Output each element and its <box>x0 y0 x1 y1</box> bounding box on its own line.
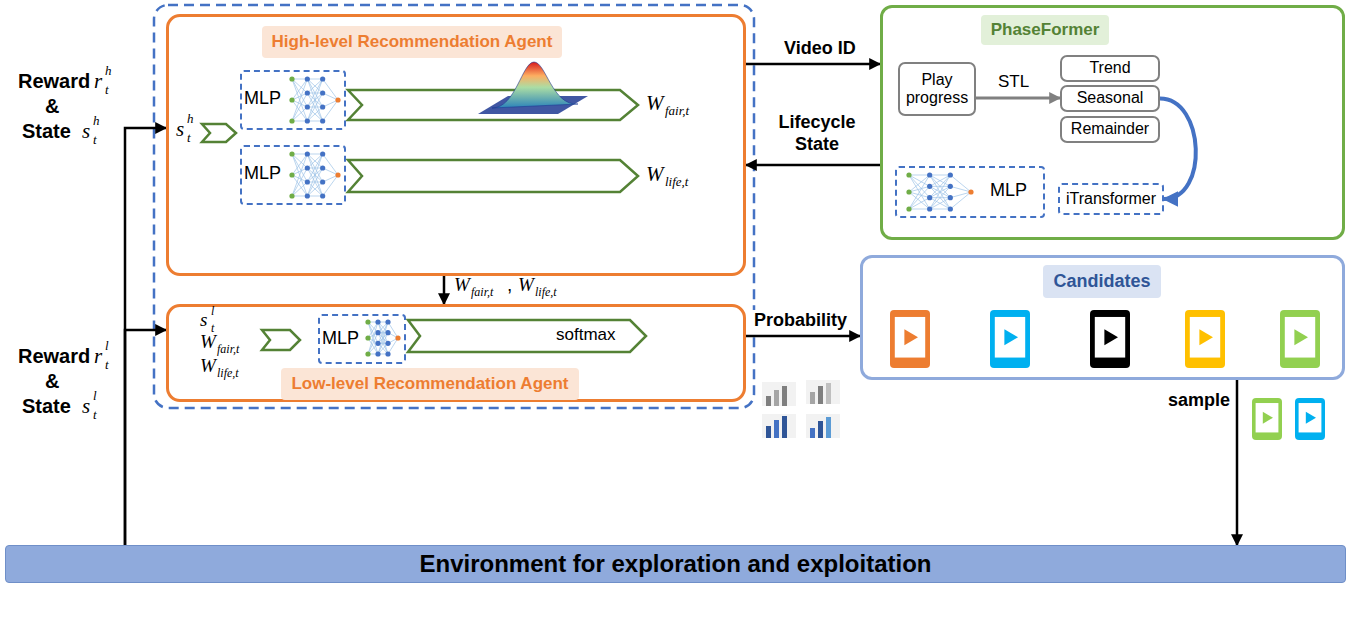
node-title: MLP <box>990 180 1027 201</box>
agent-group-outline <box>154 5 754 408</box>
text-label: r <box>94 70 102 93</box>
node-title: Candidates <box>1043 265 1160 298</box>
network-icon <box>288 74 342 126</box>
text-label: State <box>22 395 71 417</box>
text-label: t <box>105 358 109 372</box>
process-box: Play progress <box>898 62 976 116</box>
video-phones <box>890 310 1325 440</box>
text-label: t <box>187 131 191 145</box>
process-box: Remainder <box>1060 116 1160 143</box>
text-label: s <box>200 310 207 331</box>
node-label: Seasonal <box>1077 89 1144 107</box>
connector-arrow <box>746 63 880 66</box>
node-label: Environment for exploration and exploita… <box>419 550 931 578</box>
node-title: High-level Recommendation Agent <box>262 26 563 58</box>
edge-label: sample <box>1166 390 1232 412</box>
text-label: fair,t <box>217 343 239 356</box>
agent-box: High-level Recommendation AgentMLP MLP <box>166 14 746 276</box>
text-label: State <box>22 120 71 142</box>
text-label: W <box>646 163 664 186</box>
text-label: W <box>518 275 534 296</box>
text-label: W <box>454 275 470 296</box>
node-title: MLP <box>244 88 281 109</box>
text-label: h <box>105 64 112 78</box>
node-title: MLP <box>244 163 281 184</box>
text-label: r <box>94 345 102 368</box>
gaussian-plot <box>478 62 588 114</box>
connector-arrow <box>443 276 446 304</box>
edge-label: Probability <box>752 310 849 332</box>
connector-arrow <box>125 330 166 545</box>
text-label: s <box>82 395 90 418</box>
process-box: Seasonal <box>1060 85 1160 112</box>
text-label: Reward <box>18 70 90 92</box>
mlp-box: MLP <box>240 70 346 130</box>
edge-label: Lifecycle State <box>772 112 862 155</box>
text-label: l <box>211 305 214 318</box>
node-label: Remainder <box>1071 120 1149 138</box>
text-label: fair,t <box>471 286 493 299</box>
probability-charts <box>762 380 840 438</box>
network-icon <box>288 149 342 201</box>
input-chevron <box>262 330 300 350</box>
text-label: s <box>176 118 184 141</box>
connector-arrow <box>1160 99 1196 200</box>
text-label: l <box>105 339 109 353</box>
softmax-chevron <box>408 320 646 352</box>
text-label: life,t <box>535 286 557 299</box>
node-title: Low-level Recommendation Agent <box>281 368 578 400</box>
text-label: W <box>200 356 216 377</box>
node-label: iTransformer <box>1066 190 1156 208</box>
network-icon <box>364 317 402 359</box>
mlp-box: MLP <box>895 166 1045 218</box>
text-label: , <box>507 275 512 296</box>
mlp-box: MLP <box>240 145 346 205</box>
connector-arrow <box>746 335 860 338</box>
mlp-box: MLP <box>318 314 406 364</box>
node-title: MLP <box>322 328 359 349</box>
text-label: l <box>93 389 97 403</box>
node-title: PhaseFormer <box>981 15 1110 45</box>
connector-arrow <box>746 164 880 167</box>
environment-bar: Environment for exploration and exploita… <box>5 545 1346 583</box>
candidates-box: Candidates <box>860 255 1345 380</box>
edge-label: STL <box>996 72 1031 92</box>
output-chevron <box>348 160 638 192</box>
network-icon <box>905 170 975 214</box>
process-box: Trend <box>1060 55 1160 82</box>
agent-box: Low-level Recommendation Agent MLP <box>166 304 746 402</box>
text-label: s <box>82 120 90 143</box>
text-label: Reward <box>18 345 90 367</box>
text-label: W <box>646 92 664 115</box>
text-label: h <box>187 112 194 126</box>
text-label: t <box>93 408 97 422</box>
text-label: W <box>200 332 216 353</box>
connector-arrow <box>125 128 166 545</box>
text-label: & <box>45 95 59 117</box>
node-label: Play progress <box>902 71 972 108</box>
edge-label: Video ID <box>782 38 858 60</box>
text-label: h <box>93 114 100 128</box>
text-label: t <box>93 133 97 147</box>
connector-arrow <box>1236 380 1239 545</box>
text-label: t <box>105 83 109 97</box>
output-chevron <box>348 90 638 120</box>
node-label: Trend <box>1089 59 1130 77</box>
model-box: iTransformer <box>1058 183 1164 215</box>
text-label: fair,t <box>665 104 689 118</box>
connector-arrow <box>976 97 1060 100</box>
text-label: life,t <box>217 367 239 380</box>
module-box: PhaseFormerPlay progress TrendSeasonalRem… <box>880 5 1345 240</box>
text-label: life,t <box>665 175 688 189</box>
input-chevron <box>202 124 236 142</box>
text-label: & <box>45 370 59 392</box>
text-label: softmax <box>556 326 616 345</box>
